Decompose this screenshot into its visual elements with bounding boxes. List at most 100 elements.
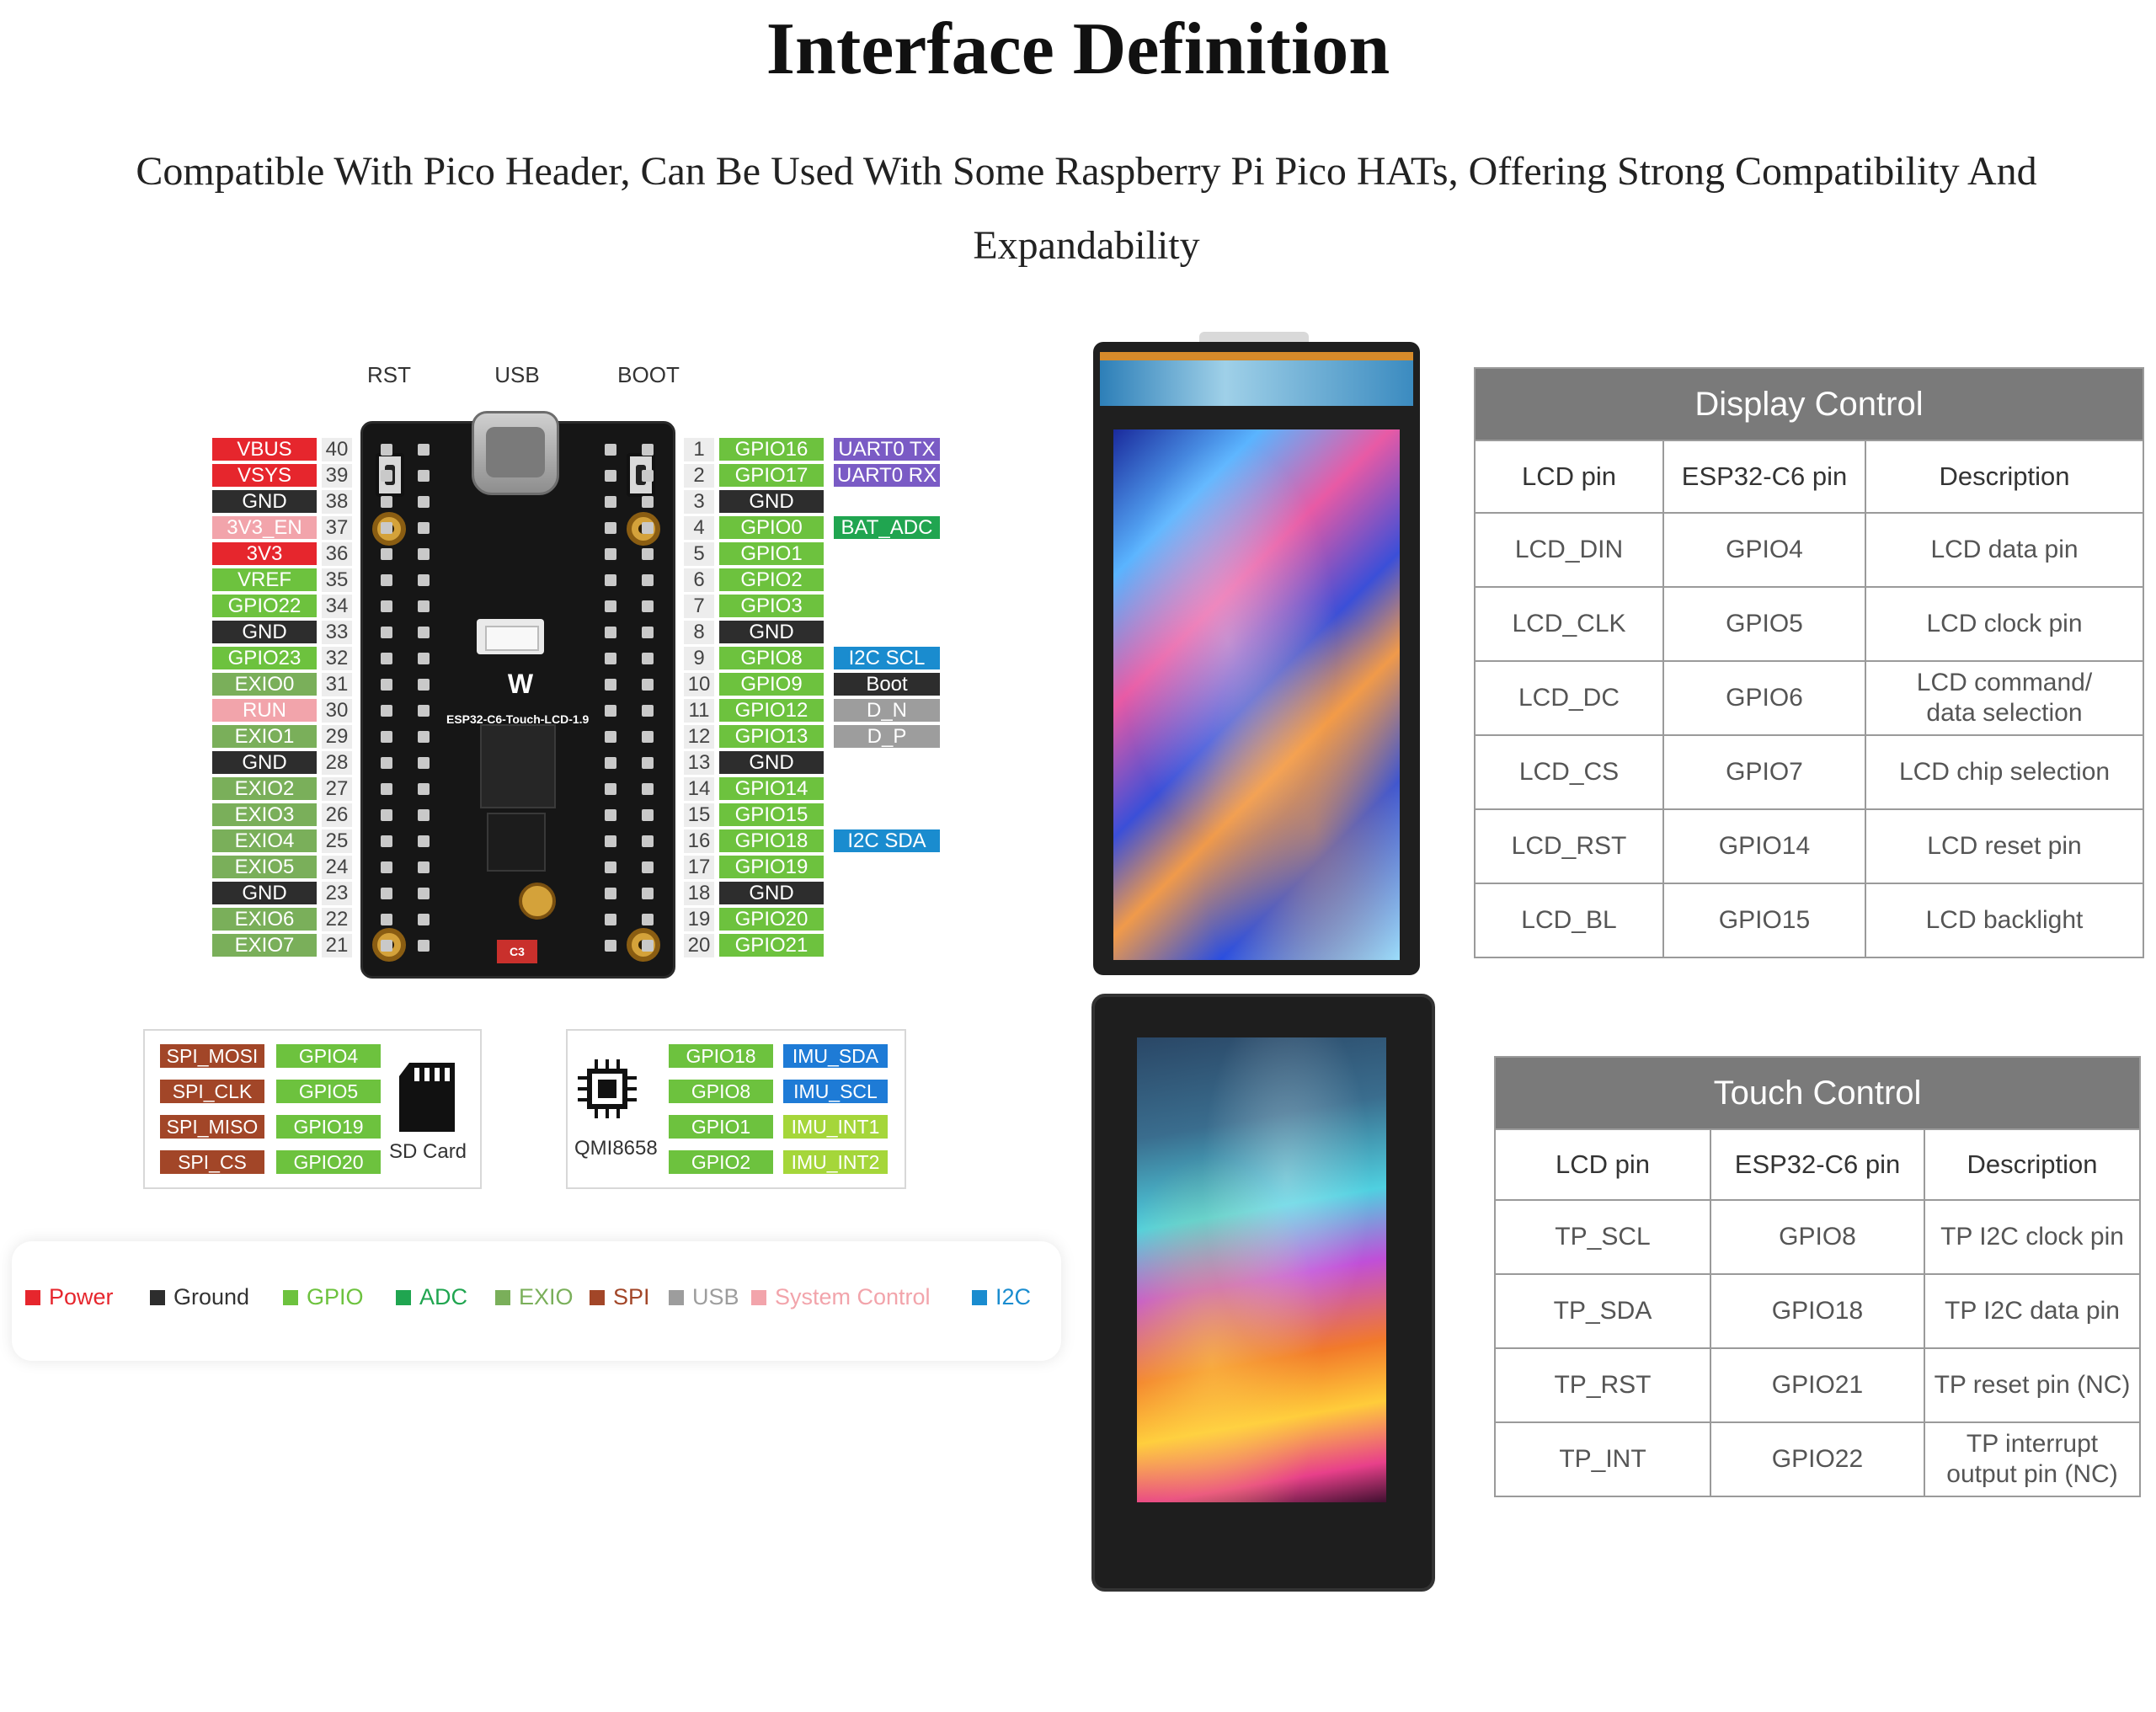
table-cell: GPIO8 xyxy=(1710,1199,1925,1275)
table-cell: LCD chip selection xyxy=(1865,734,2144,810)
pin-pad xyxy=(418,444,430,456)
pin-pad xyxy=(605,914,616,925)
legend-item: Ground xyxy=(150,1282,249,1312)
legend-item: SPI xyxy=(590,1282,650,1312)
pin-number-left: 24 xyxy=(322,856,352,879)
pin-label-left: EXIO5 xyxy=(212,856,317,878)
pin-pad xyxy=(381,940,392,952)
table-header: ESP32-C6 pin xyxy=(1710,1128,1925,1201)
pin-pad xyxy=(605,522,616,534)
pin-function-label: D_N xyxy=(834,699,940,722)
imu-caption: QMI8658 xyxy=(574,1137,658,1160)
imu-signal-label: IMU_INT2 xyxy=(783,1150,888,1174)
table-cell: LCD command/ data selection xyxy=(1865,660,2144,736)
pin-label-left: EXIO0 xyxy=(212,673,317,696)
pin-label-right: GPIO8 xyxy=(719,647,824,669)
pin-label-right: GPIO17 xyxy=(719,464,824,487)
table-cell: TP_INT xyxy=(1494,1421,1711,1497)
table-cell: LCD_CS xyxy=(1474,734,1664,810)
pin-pad xyxy=(381,705,392,717)
pin-number-left: 23 xyxy=(322,882,352,905)
pin-label-left: VSYS xyxy=(212,464,317,487)
pin-pad xyxy=(381,914,392,925)
imu-gpio-label: GPIO8 xyxy=(669,1080,773,1103)
table-header: LCD pin xyxy=(1494,1128,1711,1201)
table-cell: GPIO14 xyxy=(1662,808,1866,884)
pin-pad xyxy=(418,914,430,925)
page-title: Interface Definition xyxy=(766,8,1390,90)
pin-number-left: 27 xyxy=(322,777,352,801)
legend-item: ADC xyxy=(396,1282,467,1312)
pin-number-left: 31 xyxy=(322,673,352,696)
pin-pad xyxy=(381,470,392,482)
pin-number-left: 22 xyxy=(322,908,352,931)
table-cell: LCD_DC xyxy=(1474,660,1664,736)
legend-swatch xyxy=(283,1290,298,1305)
legend-label: Ground xyxy=(173,1284,250,1309)
pin-number-right: 17 xyxy=(684,856,714,879)
legend-label: SPI xyxy=(613,1284,650,1309)
pin-pad xyxy=(605,835,616,847)
pin-number-right: 20 xyxy=(684,934,714,957)
pin-pad xyxy=(605,496,616,508)
pin-number-left: 37 xyxy=(322,516,352,540)
pin-pad xyxy=(642,809,654,821)
table-cell: GPIO7 xyxy=(1662,734,1866,810)
pin-label-left: RUN xyxy=(212,699,317,722)
c3-component: C3 xyxy=(497,940,537,963)
pin-number-right: 1 xyxy=(684,438,714,461)
table-cell: LCD data pin xyxy=(1865,512,2144,588)
sd-gpio-label: GPIO5 xyxy=(276,1080,381,1103)
pin-label-left: GND xyxy=(212,882,317,904)
touch-control-title: Touch Control xyxy=(1494,1056,2141,1130)
pin-label-right: GPIO13 xyxy=(719,725,824,748)
pin-pad xyxy=(605,861,616,873)
pin-label-right: GPIO2 xyxy=(719,568,824,591)
pin-pad xyxy=(418,600,430,612)
pin-pad xyxy=(381,548,392,560)
pin-label-left: EXIO2 xyxy=(212,777,317,800)
board-name: ESP32-C6-Touch-LCD-1.9 xyxy=(446,712,590,726)
pin-pad xyxy=(605,548,616,560)
pin-number-right: 7 xyxy=(684,595,714,618)
table-cell: TP_SDA xyxy=(1494,1273,1711,1349)
pin-number-left: 35 xyxy=(322,568,352,592)
pin-label-right: GPIO16 xyxy=(719,438,824,461)
pin-label-left: GND xyxy=(212,621,317,643)
pin-pad xyxy=(642,940,654,952)
pin-pad xyxy=(381,653,392,664)
table-cell: GPIO18 xyxy=(1710,1273,1925,1349)
pin-function-label: BAT_ADC xyxy=(834,516,940,539)
legend-label: EXIO xyxy=(519,1284,574,1309)
legend-swatch xyxy=(150,1290,165,1305)
pin-label-left: GND xyxy=(212,490,317,513)
pin-pad xyxy=(418,653,430,664)
chip-icon xyxy=(578,1059,637,1118)
pin-number-right: 14 xyxy=(684,777,714,801)
pin-number-right: 16 xyxy=(684,829,714,853)
pin-number-left: 21 xyxy=(322,934,352,957)
pin-label-right: GND xyxy=(719,621,824,643)
legend-swatch xyxy=(396,1290,411,1305)
pin-pad xyxy=(605,731,616,743)
touch-control-table: Touch Control LCD pin ESP32-C6 pin Descr… xyxy=(1494,1056,2141,1497)
pin-number-left: 30 xyxy=(322,699,352,723)
pin-pad xyxy=(418,522,430,534)
imu-signal-label: IMU_SDA xyxy=(783,1044,888,1068)
touch-screen-highlight xyxy=(1137,1037,1386,1502)
pin-number-right: 6 xyxy=(684,568,714,592)
legend-swatch xyxy=(495,1290,510,1305)
pin-pad xyxy=(642,496,654,508)
table-cell: TP interrupt output pin (NC) xyxy=(1924,1421,2141,1497)
table-cell: GPIO22 xyxy=(1710,1421,1925,1497)
sd-gpio-label: GPIO4 xyxy=(276,1044,381,1068)
table-cell: TP I2C data pin xyxy=(1924,1273,2141,1349)
pin-pad xyxy=(418,835,430,847)
pin-pad xyxy=(418,940,430,952)
